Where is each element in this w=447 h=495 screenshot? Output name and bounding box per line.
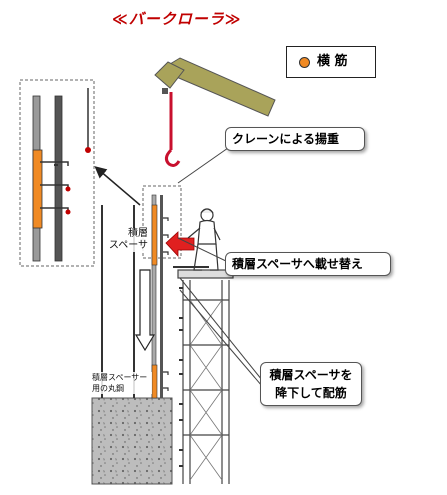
crane-hook-icon [164, 148, 181, 167]
vertical-rebars [101, 194, 169, 399]
callout-lower-spacer: 積層スペーサを 降下して配筋 [260, 362, 362, 406]
round-bar-label: 積層スペーサー 用の丸鋼 [92, 372, 152, 394]
spacer-label-line1: 積層 [128, 228, 148, 239]
worker-icon [173, 208, 221, 271]
detail-pointer-arrow [94, 166, 141, 206]
spacer-label-line2: スペーサ [108, 240, 148, 251]
detail-rebars [32, 88, 91, 262]
concrete-base [91, 397, 173, 485]
descend-arrow [134, 269, 156, 352]
callout-crane-lifting: クレーンによる揚重 [225, 127, 365, 151]
rebar-marker-dot [85, 147, 91, 153]
transfer-arrow-icon [165, 231, 195, 258]
leader-lines [177, 147, 263, 387]
round-bar-label-line2: 用の丸鋼 [92, 384, 124, 393]
legend-rebar-dot-icon [299, 57, 310, 68]
callout-transfer-to-spacer: 積層スペーサへ載せ替え [225, 252, 391, 276]
detail-box [19, 79, 95, 267]
callout-lower-line2: 降下して配筋 [275, 386, 347, 400]
spacer-label: 積層 スペーサ [104, 228, 148, 252]
crane-boom [154, 57, 276, 117]
legend-label: 横 筋 [317, 54, 348, 69]
callout-lower-line1: 積層スペーサを [269, 368, 353, 382]
scaffolding [177, 269, 234, 484]
legend-box: 横 筋 [286, 46, 376, 78]
diagram-title: ≪バークローラ≫ [112, 10, 242, 28]
round-bar-label-line1: 積層スペーサー [92, 373, 148, 382]
